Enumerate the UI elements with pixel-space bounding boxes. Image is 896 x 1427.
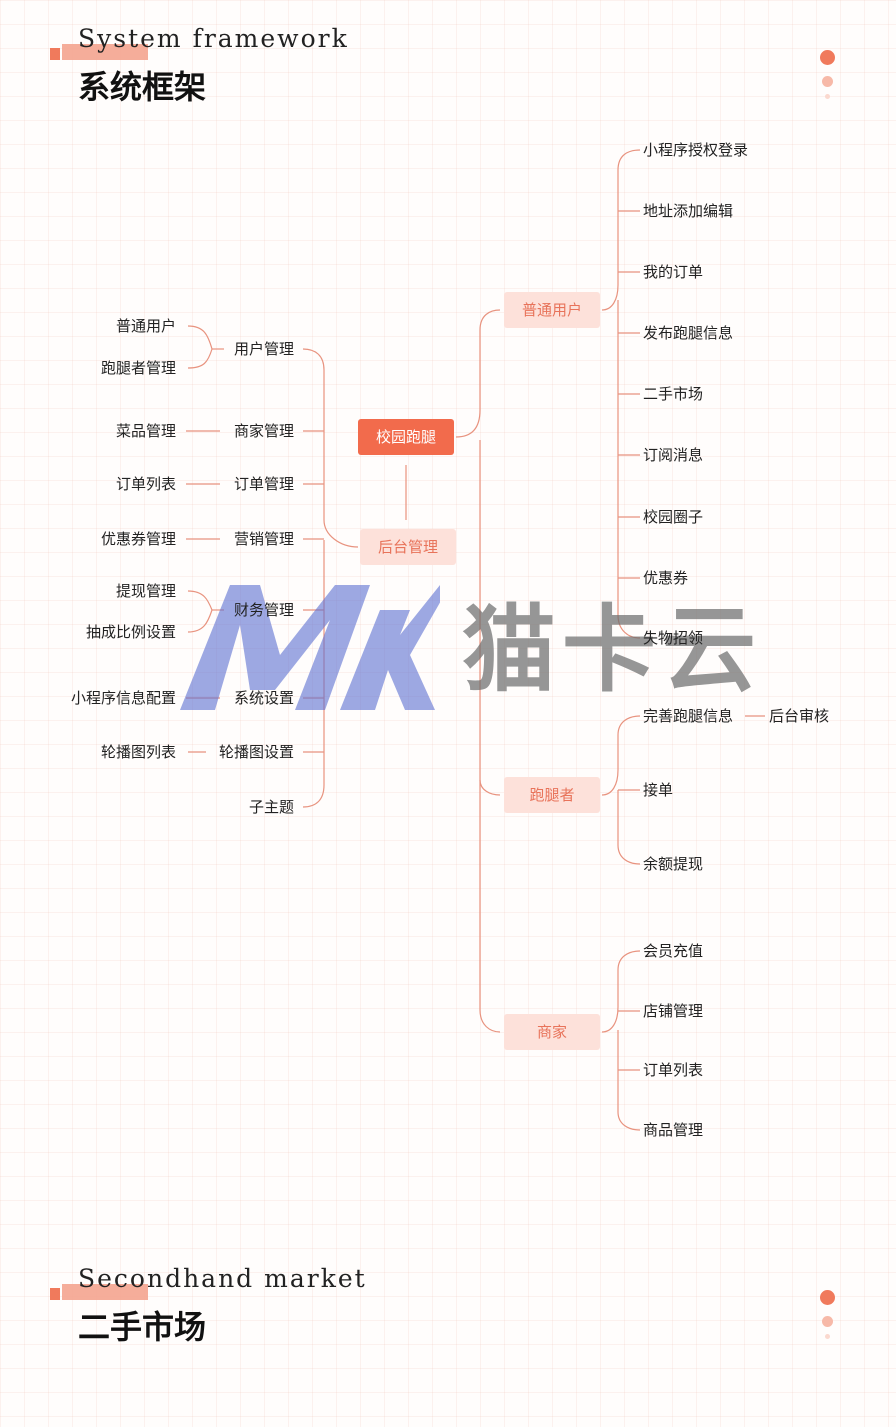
section-header-system: System framework 系统框架 — [0, 24, 896, 128]
user-child: 订阅消息 — [643, 446, 704, 464]
runner-child: 余额提现 — [643, 855, 704, 873]
user-child: 优惠券 — [643, 569, 689, 587]
admin-grandchild: 小程序信息配置 — [71, 689, 177, 707]
admin-child: 订单管理 — [234, 475, 295, 493]
node-user: 普通用户 — [504, 292, 600, 328]
decor-bar — [50, 1288, 60, 1300]
runner-child: 完善跑腿信息 — [643, 707, 734, 725]
node-admin: 后台管理 — [360, 529, 456, 565]
admin-grandchild: 菜品管理 — [116, 422, 177, 440]
runner-child: 接单 — [643, 781, 674, 799]
decor-highlight — [62, 44, 148, 60]
section-header-secondhand: Secondhand market 二手市场 — [0, 1264, 896, 1368]
user-child: 失物招领 — [643, 629, 704, 647]
admin-grandchild: 跑腿者管理 — [101, 359, 177, 377]
merchant-child: 会员充值 — [643, 942, 704, 960]
section-subtitle-en: Secondhand market — [78, 1264, 367, 1293]
merchant-child: 订单列表 — [643, 1061, 704, 1079]
section-subtitle-en: System framework — [78, 24, 349, 53]
watermark-text: 猫卡云 — [462, 596, 763, 705]
node-merchant: 商家 — [504, 1014, 600, 1050]
decor-dots — [820, 50, 836, 110]
decor-bar — [50, 48, 60, 60]
decor-dots — [820, 1290, 836, 1350]
admin-grandchild: 优惠券管理 — [101, 530, 177, 548]
admin-child: 系统设置 — [234, 689, 295, 707]
section-title-cn: 二手市场 — [78, 1308, 207, 1346]
user-child: 校园圈子 — [643, 508, 704, 526]
decor-highlight — [62, 1284, 148, 1300]
admin-grandchild: 普通用户 — [116, 317, 177, 335]
node-runner: 跑腿者 — [504, 777, 600, 813]
user-child: 二手市场 — [643, 385, 704, 403]
runner-extra: 后台审核 — [769, 707, 830, 725]
user-child: 小程序授权登录 — [643, 141, 749, 159]
admin-child: 轮播图设置 — [219, 743, 295, 761]
merchant-child: 店铺管理 — [643, 1002, 704, 1020]
user-child: 发布跑腿信息 — [643, 324, 734, 342]
watermark-logo — [180, 585, 440, 710]
admin-child: 营销管理 — [234, 530, 295, 548]
admin-grandchild: 提现管理 — [116, 582, 177, 600]
merchant-child: 商品管理 — [643, 1121, 704, 1139]
admin-child: 用户管理 — [234, 340, 295, 358]
admin-grandchild: 抽成比例设置 — [86, 623, 177, 641]
admin-grandchild: 订单列表 — [116, 475, 177, 493]
admin-child: 财务管理 — [234, 601, 295, 619]
admin-grandchild: 轮播图列表 — [101, 743, 177, 761]
admin-child: 子主题 — [249, 798, 295, 816]
mindmap-root: 校园跑腿 — [358, 419, 454, 455]
section-title-cn: 系统框架 — [78, 68, 207, 106]
admin-child: 商家管理 — [234, 422, 295, 440]
user-child: 地址添加编辑 — [643, 202, 734, 220]
user-child: 我的订单 — [643, 263, 704, 281]
